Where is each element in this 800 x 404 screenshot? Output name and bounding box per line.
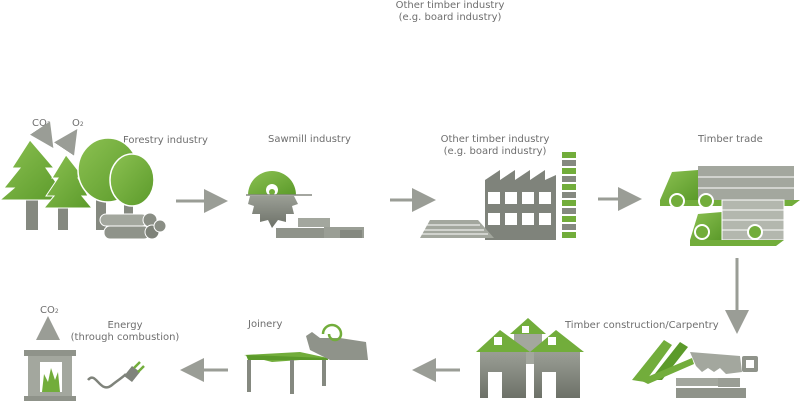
- energy-label-line2: (through combustion): [70, 332, 180, 343]
- lumber-stack-icon: [276, 218, 364, 238]
- energy-label: Energy (through combustion): [70, 320, 180, 344]
- trees-icon: [0, 137, 155, 230]
- other-timber-label-line2: (e.g. board industry): [443, 146, 547, 157]
- co2-text: CO: [40, 305, 55, 316]
- forestry-label: Forestry industry: [123, 135, 208, 146]
- other-timber-label: Other timber industry (e.g. board indust…: [440, 134, 550, 158]
- power-plug-icon: [87, 361, 145, 389]
- joinery-label: Joinery: [248, 319, 283, 330]
- forestry-o2-label: O2: [72, 118, 84, 131]
- table-plane-icon: [244, 323, 368, 394]
- truck-front: [690, 199, 785, 246]
- energy-label-line1: Energy: [107, 320, 143, 331]
- boards-stack-icon: [420, 220, 494, 238]
- sawmill-label: Sawmill industry: [268, 134, 351, 145]
- chimney-stack: [562, 152, 576, 238]
- trucks-icon: [660, 166, 800, 246]
- houses-icon: [476, 318, 584, 398]
- o2-text: O: [72, 118, 80, 129]
- handsaw-icon: [690, 352, 758, 374]
- co2-subscript: 2: [54, 308, 59, 315]
- logs-icon: [99, 212, 167, 240]
- header-label-line2: (e.g. board industry): [398, 12, 502, 23]
- fireplace-icon: [24, 350, 76, 401]
- timber-trade-label: Timber trade: [698, 134, 763, 145]
- arrow-co2-absorb: [30, 121, 54, 148]
- lumber-pile-icon: [676, 378, 746, 398]
- flow-arrows: [30, 121, 749, 382]
- header-label: Other timber industry (e.g. board indust…: [395, 0, 505, 24]
- roof-truss-icon: [632, 340, 694, 384]
- arrow-o2-release: [54, 129, 78, 156]
- header-label-line1: Other timber industry: [395, 0, 505, 11]
- factory-icon: [485, 152, 576, 240]
- energy-co2-label: CO2: [40, 305, 59, 318]
- construction-label: Timber construction/Carpentry: [565, 320, 719, 331]
- o2-subscript: 2: [79, 121, 84, 128]
- other-timber-label-line1: Other timber industry: [440, 134, 550, 145]
- saw-blade-icon: [246, 171, 312, 228]
- truck-back: [660, 166, 800, 209]
